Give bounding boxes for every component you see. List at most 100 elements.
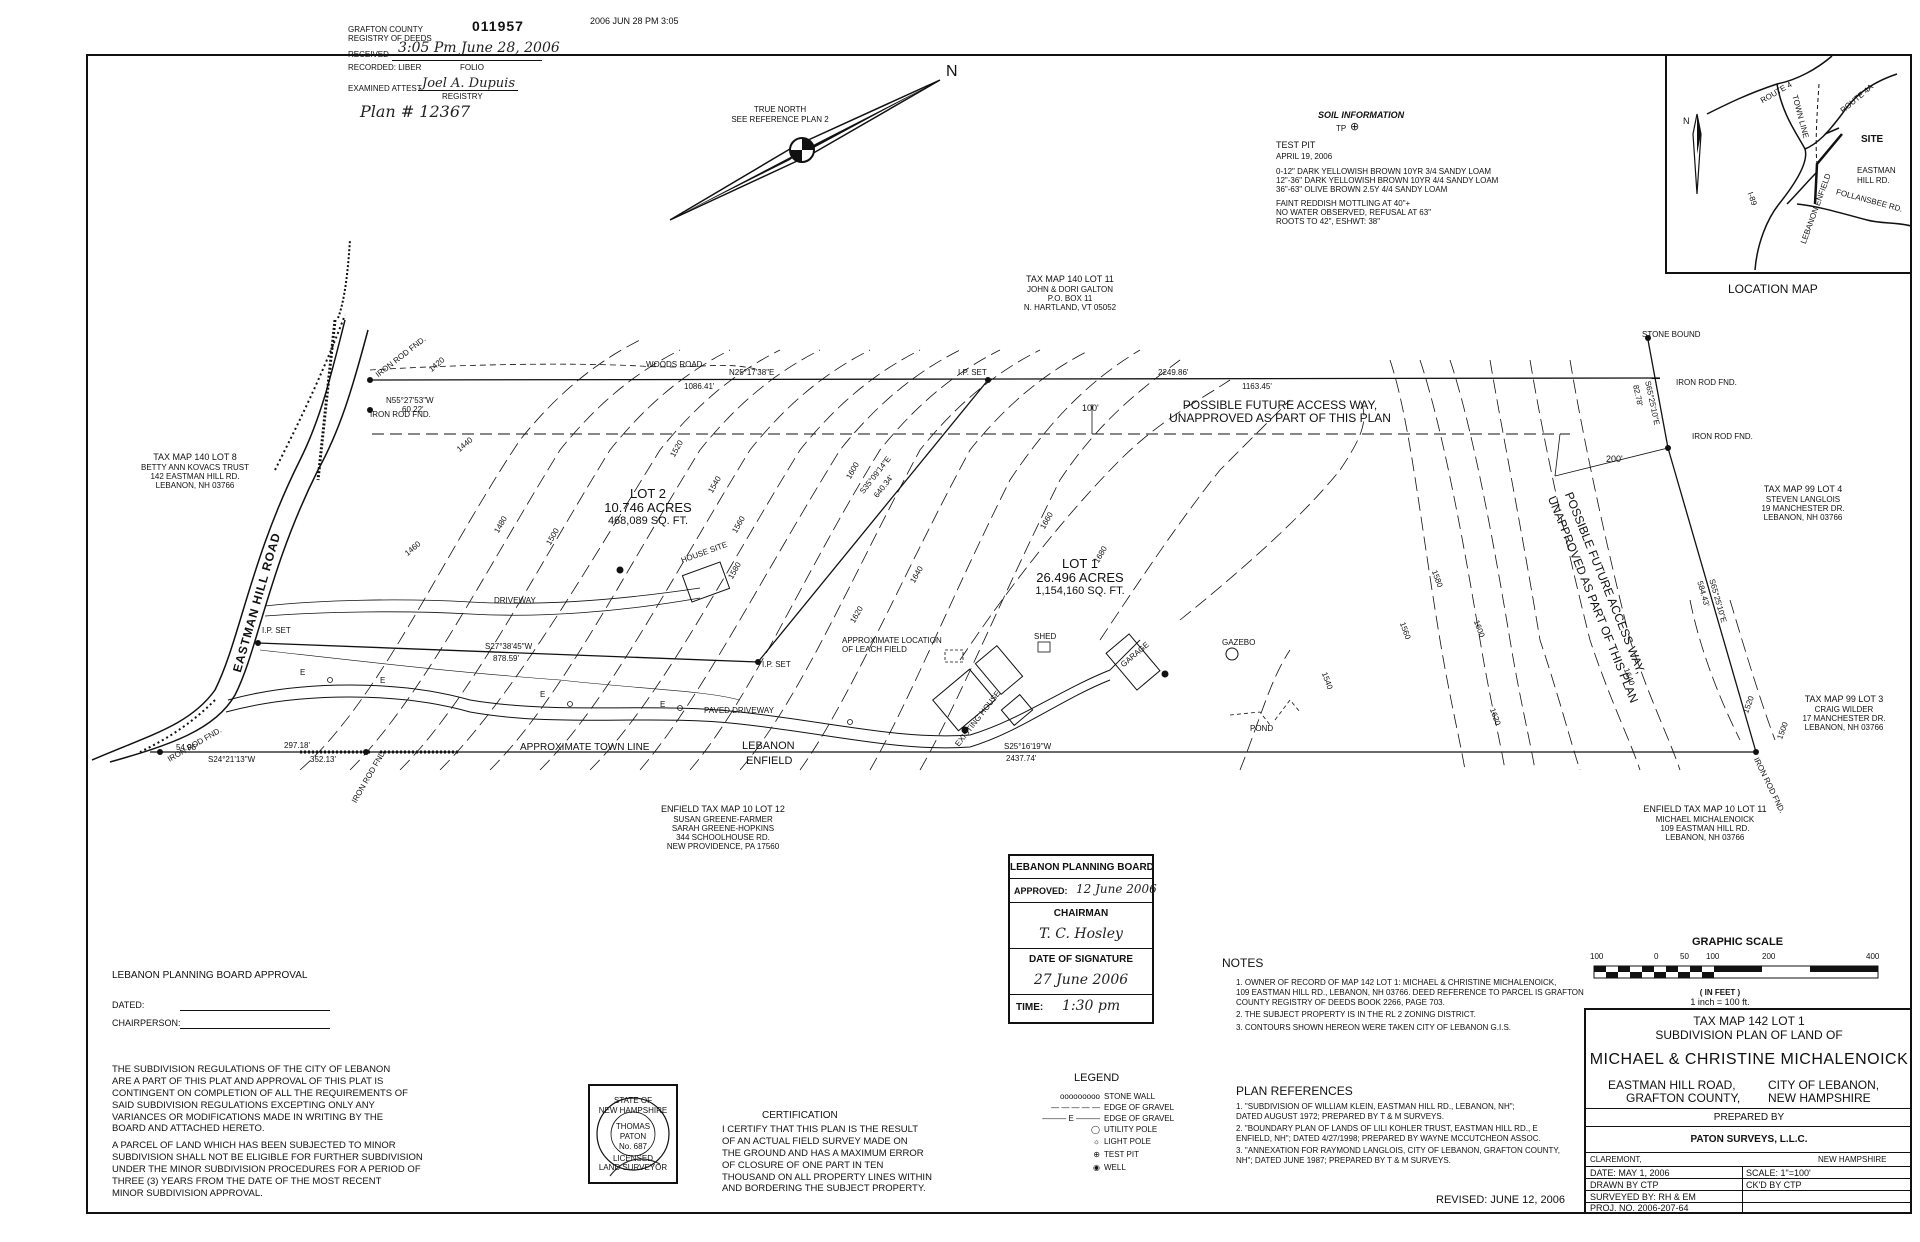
abutter-line: SARAH GREENE-HOPKINS [671, 824, 775, 833]
legend-label: EDGE OF GRAVEL [1104, 1114, 1175, 1123]
abutter-line: STEVEN LANGLOIS [1765, 495, 1841, 504]
legend-label: LIGHT POLE [1104, 1137, 1151, 1146]
lot2-label: LOT 2 [630, 486, 666, 501]
scale-tick: 400 [1866, 952, 1880, 961]
abutter-line: 109 EASTMAN HILL RD. [1660, 824, 1750, 833]
tb-checked: CK'D BY CTP [1746, 1180, 1802, 1190]
seal-icon [596, 1097, 670, 1177]
abutter-line: MICHAEL MICHALENOICK [1655, 815, 1755, 824]
chair-line[interactable] [180, 1028, 330, 1029]
abutter-line: BETTY ANN KOVACS TRUST [140, 463, 250, 472]
stamp-title: LEBANON PLANNING BOARD [1010, 862, 1154, 873]
stone-bound: STONE BOUND [1642, 330, 1701, 339]
tb-city: CITY OF LEBANON, [1768, 1078, 1880, 1092]
leach-field-2: OF LEACH FIELD [842, 645, 907, 654]
approval-title: LEBANON PLANNING BOARD APPROVAL [112, 970, 308, 981]
scale-bar-icon [1593, 965, 1879, 979]
tb-surveyed: SURVEYED BY: RH & EM [1590, 1192, 1696, 1202]
lebanon-label: LEBANON [742, 740, 795, 752]
iron-rod-5: IRON ROD FND. [370, 410, 431, 419]
tb-firm: PATON SURVEYS, L.L.C. [1690, 1134, 1808, 1145]
pond-label: POND [1250, 724, 1274, 733]
tb-divider [1586, 1152, 1912, 1153]
dist-878: 878.59' [493, 654, 519, 663]
edge-e: E [300, 668, 306, 677]
tb-proj: PROJ. NO. 2006-207-64 [1590, 1203, 1689, 1213]
approval-para-1: THE SUBDIVISION REGULATIONS OF THE CITY … [112, 1064, 408, 1135]
folio-label: FOLIO [460, 63, 485, 72]
tb-firm-state: NEW HAMPSHIRE [1818, 1155, 1887, 1164]
legend-symbol: ——— E ——— [1042, 1114, 1100, 1123]
dim-200: 200' [1606, 454, 1623, 464]
access-way-1: POSSIBLE FUTURE ACCESS WAY, [1182, 398, 1378, 412]
iron-rod-2: IRON ROD FND. [1692, 432, 1753, 441]
stamp-date-sig-value: 27 June 2006 [1033, 972, 1129, 988]
abutter-line: 17 MANCHESTER DR. [1802, 714, 1886, 723]
paved-driveway: PAVED DRIVEWAY [704, 706, 774, 715]
abutter-line: LEBANON, NH 03766 [1665, 833, 1745, 842]
utility-pole-icon: ◯ [1091, 1125, 1100, 1134]
scale-unit: ( IN FEET ) [1699, 988, 1741, 997]
soil-title: SOIL INFORMATION [1318, 110, 1405, 120]
planning-board-stamp: LEBANON PLANNING BOARD APPROVED: 12 June… [1008, 854, 1157, 1024]
scale-tick: 100 [1590, 952, 1604, 961]
dist-352: 352.13' [310, 755, 336, 764]
seal-line: THOMAS [615, 1122, 651, 1131]
lot2-sqft: 468,089 SQ. FT. [607, 515, 689, 527]
ip-set-bottom: I.P. SET [762, 660, 791, 669]
registry-label: REGISTRY [442, 92, 483, 101]
certification-text: I CERTIFY THAT THIS PLAN IS THE RESULT O… [722, 1124, 932, 1195]
recording-timestamp: 2006 JUN 28 PM 3:05 [590, 16, 679, 26]
location-map-title: LOCATION MAP [1728, 282, 1818, 296]
abutter-line: 142 EASTMAN HILL RD. [150, 472, 240, 481]
abutter-line: SUSAN GREENE-FARMER [673, 815, 773, 824]
abutter-line: JOHN & DORI GALTON [1027, 285, 1113, 294]
leach-field-1: APPROXIMATE LOCATION [842, 636, 942, 645]
lot1-label: LOT 1 [1062, 556, 1098, 571]
stamp-date-sig-label: DATE OF SIGNATURE [1028, 954, 1134, 965]
abutter-line: P.O. BOX 11 [1047, 294, 1093, 303]
lot2-acres: 10.746 ACRES [604, 500, 692, 515]
sheet-border [86, 54, 1912, 1214]
abutter-line: LEBANON, NH 03766 [155, 481, 235, 490]
approval-dated-label: DATED: [112, 1000, 145, 1010]
town-line: APPROXIMATE TOWN LINE [520, 742, 650, 753]
iron-rod-1: IRON ROD FND. [1676, 378, 1737, 387]
edge-e: E [540, 690, 546, 699]
abutter-line: N. HARTLAND, VT 05052 [1023, 303, 1117, 312]
certification-title: CERTIFICATION [762, 1110, 838, 1121]
abutter-line: 344 SCHOOLHOUSE RD. [676, 833, 770, 842]
bearing-n55: N55°27'53"W [386, 396, 434, 405]
scale-tick: 0 [1654, 952, 1659, 961]
abutter-line: LEBANON, NH 03766 [1804, 723, 1884, 732]
location-map: N ROUTE 4 TOWN LINE ROUTE 4A SITE EASTMA… [1665, 54, 1912, 274]
seal-line: No. 687 [618, 1142, 648, 1151]
seal-line: NEW HAMPSHIRE [598, 1106, 668, 1115]
abutter-line: ENFIELD TAX MAP 10 LOT 11 [1643, 804, 1767, 814]
well-icon: ◉ [1093, 1163, 1100, 1172]
stamp-divider [1010, 878, 1152, 879]
tb-divider [1586, 1190, 1912, 1191]
stamp-approved-label: APPROVED: [1014, 886, 1068, 896]
examined-label: EXAMINED ATTEST [348, 84, 422, 93]
ip-set-top: I.P. SET [958, 368, 987, 377]
enfield-label: ENFIELD [746, 755, 793, 767]
tb-state: NEW HAMPSHIRE [1768, 1091, 1871, 1105]
scale-tick: 200 [1762, 952, 1776, 961]
examined-line [418, 90, 518, 91]
legend-label: WELL [1104, 1163, 1126, 1172]
reference-item: 3. "ANNEXATION FOR RAYMOND LANGLOIS, CIT… [1236, 1146, 1560, 1165]
approval-para-2: A PARCEL OF LAND WHICH HAS BEEN SUBJECTE… [112, 1140, 423, 1199]
abutter-line: ENFIELD TAX MAP 10 LOT 12 [661, 804, 785, 814]
loc-site: SITE [1861, 134, 1884, 145]
tb-owners: MICHAEL & CHRISTINE MICHALENOICK [1589, 1051, 1909, 1068]
seal-line: PATON [619, 1132, 647, 1141]
dated-line[interactable] [180, 1010, 330, 1011]
abutter-line: TAX MAP 99 LOT 3 [1804, 694, 1884, 704]
surveyor-seal: STATE OF NEW HAMPSHIRE THOMAS PATON No. … [588, 1084, 678, 1184]
tb-line2: SUBDIVISION PLAN OF LAND OF [1655, 1028, 1843, 1042]
recording-registry: REGISTRY OF DEEDS [348, 34, 432, 43]
tb-prepared-by: PREPARED BY [1713, 1112, 1785, 1123]
note-item: 3. CONTOURS SHOWN HEREON WERE TAKEN CITY… [1236, 1023, 1512, 1032]
